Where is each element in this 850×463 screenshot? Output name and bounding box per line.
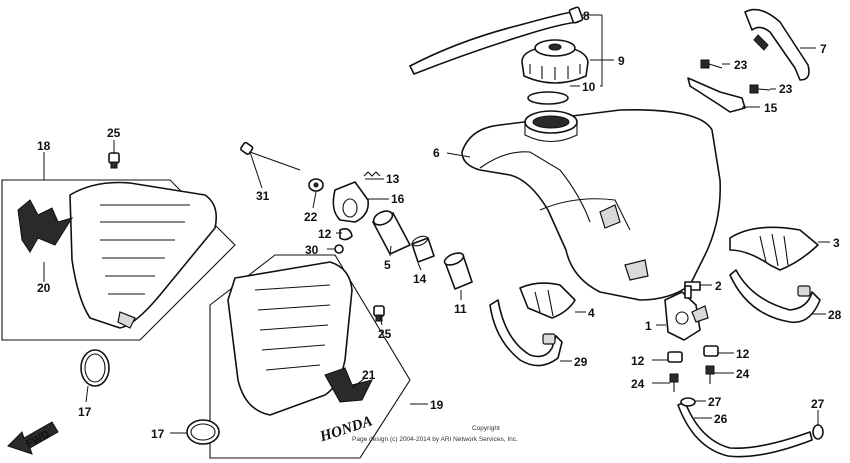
gasket-10[interactable] — [527, 91, 569, 105]
callout-18: 18 — [37, 139, 51, 153]
collar-16[interactable] — [332, 181, 370, 223]
part-30[interactable] — [334, 244, 344, 254]
grommet-17-left[interactable] — [80, 349, 110, 387]
clip-12-right-lower[interactable] — [703, 345, 719, 357]
callout-17-lower: 17 — [151, 427, 165, 441]
callout-14: 14 — [413, 272, 427, 286]
tube-clip-27-upper[interactable] — [680, 397, 696, 407]
bushing-14[interactable] — [411, 234, 435, 263]
callout-12-right-lower: 12 — [736, 347, 750, 361]
bolt-23-upper[interactable] — [700, 59, 723, 69]
callout-3: 3 — [833, 236, 840, 250]
fuel-valve-1[interactable] — [664, 285, 709, 341]
callout-27-right: 27 — [811, 397, 825, 411]
fuel-tube-26[interactable] — [677, 401, 813, 458]
copyright-line-1: Copyright — [472, 425, 500, 432]
tube-clip-27-right[interactable] — [812, 424, 824, 440]
callout-5: 5 — [384, 258, 391, 272]
callout-23-upper: 23 — [734, 58, 748, 72]
callout-21: 21 — [362, 368, 376, 382]
side-cover-frame-right — [209, 254, 411, 459]
cushion-4[interactable] — [519, 282, 576, 319]
callout-8: 8 — [583, 9, 590, 23]
callout-16: 16 — [391, 192, 405, 206]
callout-labels: 18 25 20 17 17 31 22 16 13 12 30 5 14 11… — [37, 9, 842, 441]
leader-lines — [43, 14, 830, 434]
side-cover-frame-left — [1, 179, 236, 341]
fwd-arrow: FWD — [7, 421, 59, 455]
screw-24-left[interactable] — [669, 373, 679, 392]
callout-9: 9 — [618, 54, 625, 68]
callout-22: 22 — [304, 210, 318, 224]
callout-25-lower: 25 — [378, 327, 392, 341]
callout-12-middle: 12 — [318, 227, 332, 241]
callout-23-lower: 23 — [779, 82, 793, 96]
callout-24-right: 24 — [736, 367, 750, 381]
bolt-25-upper[interactable] — [108, 152, 120, 169]
side-cover-emblem-left — [17, 199, 74, 253]
fuel-cap-9[interactable] — [521, 39, 589, 84]
callout-24-left: 24 — [631, 377, 645, 391]
fuel-tank-6[interactable] — [461, 109, 722, 301]
callout-30: 30 — [305, 243, 319, 257]
callout-7: 7 — [820, 42, 827, 56]
callout-11: 11 — [454, 302, 467, 316]
bolt-31[interactable] — [240, 141, 301, 171]
tank-filler-neck — [524, 110, 578, 143]
callout-10: 10 — [582, 80, 596, 94]
cushion-3[interactable] — [729, 226, 819, 271]
callout-2: 2 — [715, 279, 722, 293]
callout-4: 4 — [588, 306, 595, 320]
fwd-label: FWD — [24, 428, 52, 450]
callout-6: 6 — [433, 146, 440, 160]
callout-1: 1 — [645, 319, 652, 333]
callout-15: 15 — [764, 101, 778, 115]
band-29[interactable] — [489, 299, 563, 367]
side-cover-right[interactable] — [227, 261, 353, 416]
copyright-line-2: Page design (c) 2004-2014 by ARI Network… — [352, 436, 518, 443]
side-cover-left[interactable] — [69, 181, 218, 329]
callout-25-upper: 25 — [107, 126, 121, 140]
callout-20: 20 — [37, 281, 51, 295]
band-28[interactable] — [729, 269, 821, 324]
bracket-7[interactable] — [744, 8, 810, 81]
bolt-25-lower[interactable] — [373, 305, 385, 322]
bracket-15[interactable] — [687, 77, 746, 113]
callout-27-upper: 27 — [708, 395, 722, 409]
bolt-23-lower[interactable] — [749, 84, 771, 94]
callout-29: 29 — [574, 355, 588, 369]
callout-31: 31 — [256, 189, 270, 203]
collar-11[interactable] — [443, 251, 473, 290]
callout-28: 28 — [828, 308, 842, 322]
sleeve-5[interactable] — [371, 208, 411, 255]
callout-12-left-lower: 12 — [631, 354, 645, 368]
callout-19: 19 — [430, 398, 444, 412]
callout-17-left: 17 — [78, 405, 92, 419]
screw-24-right[interactable] — [705, 365, 715, 384]
clip-12-left-lower[interactable] — [667, 351, 683, 363]
callout-26: 26 — [714, 412, 728, 426]
clip-12-middle[interactable] — [339, 228, 353, 241]
spring-13[interactable] — [363, 171, 381, 177]
callout-13: 13 — [386, 172, 400, 186]
